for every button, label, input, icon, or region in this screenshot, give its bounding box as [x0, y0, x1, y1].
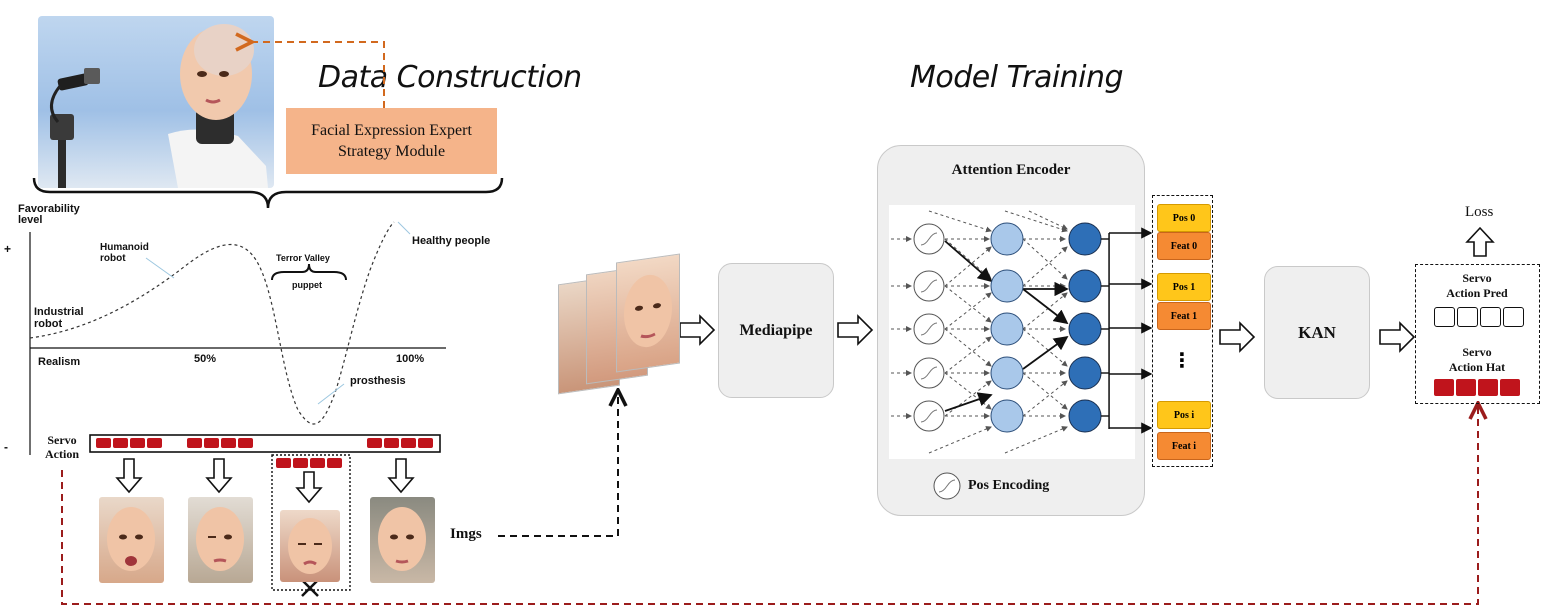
expert-strategy-module: Facial Expression Expert Strategy Module — [286, 108, 497, 174]
token-feat-i: Feat i — [1157, 432, 1211, 460]
servo-action-bar — [89, 434, 441, 453]
humanoid-label-1: Humanoid — [100, 242, 149, 253]
mediapipe-box: Mediapipe — [718, 263, 834, 398]
axis-minus: - — [4, 440, 8, 454]
attention-network — [889, 205, 1135, 459]
servo-hat-slots — [1434, 379, 1520, 396]
brace — [32, 177, 504, 209]
feedback-dashed-arrow — [61, 405, 1478, 605]
mediapipe-label: Mediapipe — [739, 321, 813, 339]
imgs-dashed-arrow — [498, 392, 618, 537]
robot-photo — [38, 16, 274, 188]
servo-action-label-2: Action — [45, 447, 79, 461]
expert-module-line2: Strategy Module — [337, 143, 446, 160]
terror-valley-label: Terror Valley — [276, 253, 330, 263]
x-label-realism: Realism — [38, 356, 81, 368]
robot-photo-illustration — [50, 24, 268, 188]
down-arrows — [115, 458, 415, 504]
orange-dashed-arrow — [250, 42, 385, 108]
pos-encoding-icon — [933, 472, 961, 500]
servo-pred-slots — [1434, 307, 1524, 327]
section-title-model-training: Model Training — [910, 60, 1124, 95]
loss-label: Loss — [1465, 204, 1494, 220]
pipeline-arrows — [679, 314, 1416, 353]
encoder-output-arrows — [1109, 227, 1153, 434]
token-feat-0: Feat 0 — [1157, 232, 1211, 260]
face-thumbnail-2 — [188, 497, 253, 583]
attention-encoder-title: Attention Encoder — [951, 162, 1071, 178]
y-axis-label-line2: level — [18, 214, 43, 226]
token-pos-i: Pos i — [1157, 401, 1211, 429]
token-feat-1: Feat 1 — [1157, 302, 1211, 330]
servo-segments-rejected — [276, 458, 342, 468]
servo-hat-line1: Servo — [1462, 345, 1492, 359]
y-axis-label-line1: Favorability — [18, 203, 80, 215]
face-thumbnail-3-rejected — [280, 510, 340, 582]
servo-segments-2 — [187, 438, 253, 448]
kan-box: KAN — [1264, 266, 1370, 399]
servo-output-box: Servo Action Pred Servo Action Hat — [1415, 264, 1540, 404]
kan-label: KAN — [1298, 322, 1336, 342]
servo-action-label-1: Servo — [47, 433, 77, 447]
servo-pred-line2: Action Pred — [1446, 286, 1508, 300]
token-pos-1: Pos 1 — [1157, 273, 1211, 301]
industrial-label-1: Industrial — [34, 306, 84, 318]
stacked-face-images — [558, 252, 680, 395]
section-title-data-construction: Data Construction — [318, 60, 582, 95]
expert-module-line1: Facial Expression Expert — [311, 122, 472, 139]
token-column: Pos 0 Feat 0 Pos 1 Feat 1 ⋮ Pos i Feat i — [1152, 195, 1213, 467]
pos-encoding-legend: Pos Encoding — [932, 471, 1049, 501]
servo-segments-3 — [367, 438, 433, 448]
pos-encoding-label: Pos Encoding — [968, 478, 1050, 493]
loss-up-arrow — [1465, 226, 1495, 257]
servo-hat-line2: Action Hat — [1448, 360, 1506, 374]
token-ellipsis: ⋮ — [1172, 348, 1192, 372]
servo-pred-line1: Servo — [1462, 271, 1492, 285]
healthy-people-label: Healthy people — [412, 235, 491, 247]
puppet-label: puppet — [292, 280, 322, 290]
terror-valley-brace — [271, 263, 347, 281]
prosthesis-label: prosthesis — [350, 375, 406, 387]
face-thumbnail-4 — [370, 497, 435, 583]
uncanny-curve — [29, 221, 395, 425]
servo-segments-1 — [96, 438, 162, 448]
humanoid-label-2: robot — [100, 253, 126, 264]
x-label-50: 50% — [194, 353, 217, 365]
token-pos-0: Pos 0 — [1157, 204, 1211, 232]
imgs-label: Imgs — [450, 526, 482, 542]
axis-plus: + — [4, 242, 12, 256]
x-label-100: 100% — [396, 353, 425, 365]
face-thumbnail-1 — [99, 497, 164, 583]
industrial-label-2: robot — [34, 318, 63, 330]
